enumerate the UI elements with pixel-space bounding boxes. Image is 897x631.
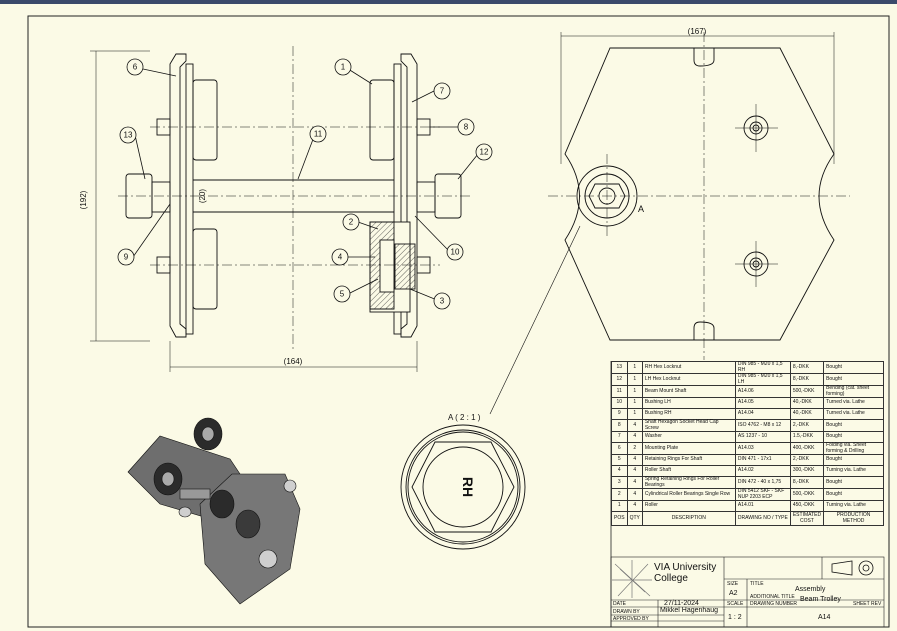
rev-label: REV (871, 601, 882, 607)
dim-plate-width: (167) (688, 27, 707, 36)
dim-overall-height: (192) (79, 190, 88, 209)
section-label: A (638, 204, 644, 214)
additional-title-label: ADDITIONAL TITLE (750, 594, 795, 600)
detail-view (400, 424, 526, 550)
front-view (90, 46, 470, 372)
drawing-number-label: DRAWING NUMBER (750, 601, 798, 607)
balloon-3: 3 (440, 297, 445, 306)
drawing-number-value: A14 (818, 614, 831, 621)
drawing-sheet: (192) (164) (20) (167) 1 2 3 4 5 6 7 8 9… (0, 4, 897, 631)
date-value: 27/11-2024 (664, 600, 699, 607)
detail-nut-text: RH (460, 477, 476, 497)
sheet-border (27, 15, 890, 628)
sheet-label: SHEET (853, 601, 870, 607)
balloon-10: 10 (451, 248, 460, 257)
balloon-11: 11 (314, 130, 323, 139)
drawing-canvas: (192) (164) (20) (167) 1 2 3 4 5 6 7 8 9… (27, 15, 890, 628)
scale-value: 1 : 2 (728, 614, 742, 621)
additional-title-value: Beam Trolley (800, 596, 841, 603)
balloon-12: 12 (480, 148, 489, 157)
detail-label: A ( 2 : 1 ) (448, 413, 481, 422)
balloon-4: 4 (338, 253, 343, 262)
balloon-8: 8 (464, 123, 469, 132)
dim-shaft-dia: (20) (198, 189, 207, 204)
balloon-5: 5 (340, 290, 345, 299)
drawn-by-label: DRAWN BY (613, 609, 640, 615)
date-label: DATE (613, 601, 626, 607)
size-label: SIZE (727, 581, 739, 587)
approved-by-label: APPROVED BY (613, 616, 649, 622)
balloon-9: 9 (124, 253, 129, 262)
balloon-numbers: 1 2 3 4 5 6 7 8 9 10 11 12 13 (124, 63, 489, 306)
balloon-6: 6 (133, 63, 138, 72)
side-view (489, 32, 850, 415)
company-name: VIA University College (654, 562, 717, 584)
isometric-view (127, 417, 301, 605)
size-value: A2 (729, 590, 738, 597)
balloons (117, 58, 493, 310)
balloon-2: 2 (349, 218, 354, 227)
balloon-7: 7 (440, 87, 445, 96)
balloon-1: 1 (341, 63, 346, 72)
balloon-13: 13 (124, 131, 133, 140)
drawn-by-value: Mikkel Hagenhaug (660, 607, 718, 614)
title-label: TITLE (750, 581, 764, 587)
dim-overall-width: (164) (284, 357, 303, 366)
title-block-grid (610, 556, 885, 628)
window-top-bar (0, 0, 897, 4)
title-value: Assembly (795, 586, 826, 593)
via-logo-icon (612, 560, 652, 598)
scale-label: SCALE (727, 601, 744, 607)
projection-symbol-icon (831, 560, 874, 576)
